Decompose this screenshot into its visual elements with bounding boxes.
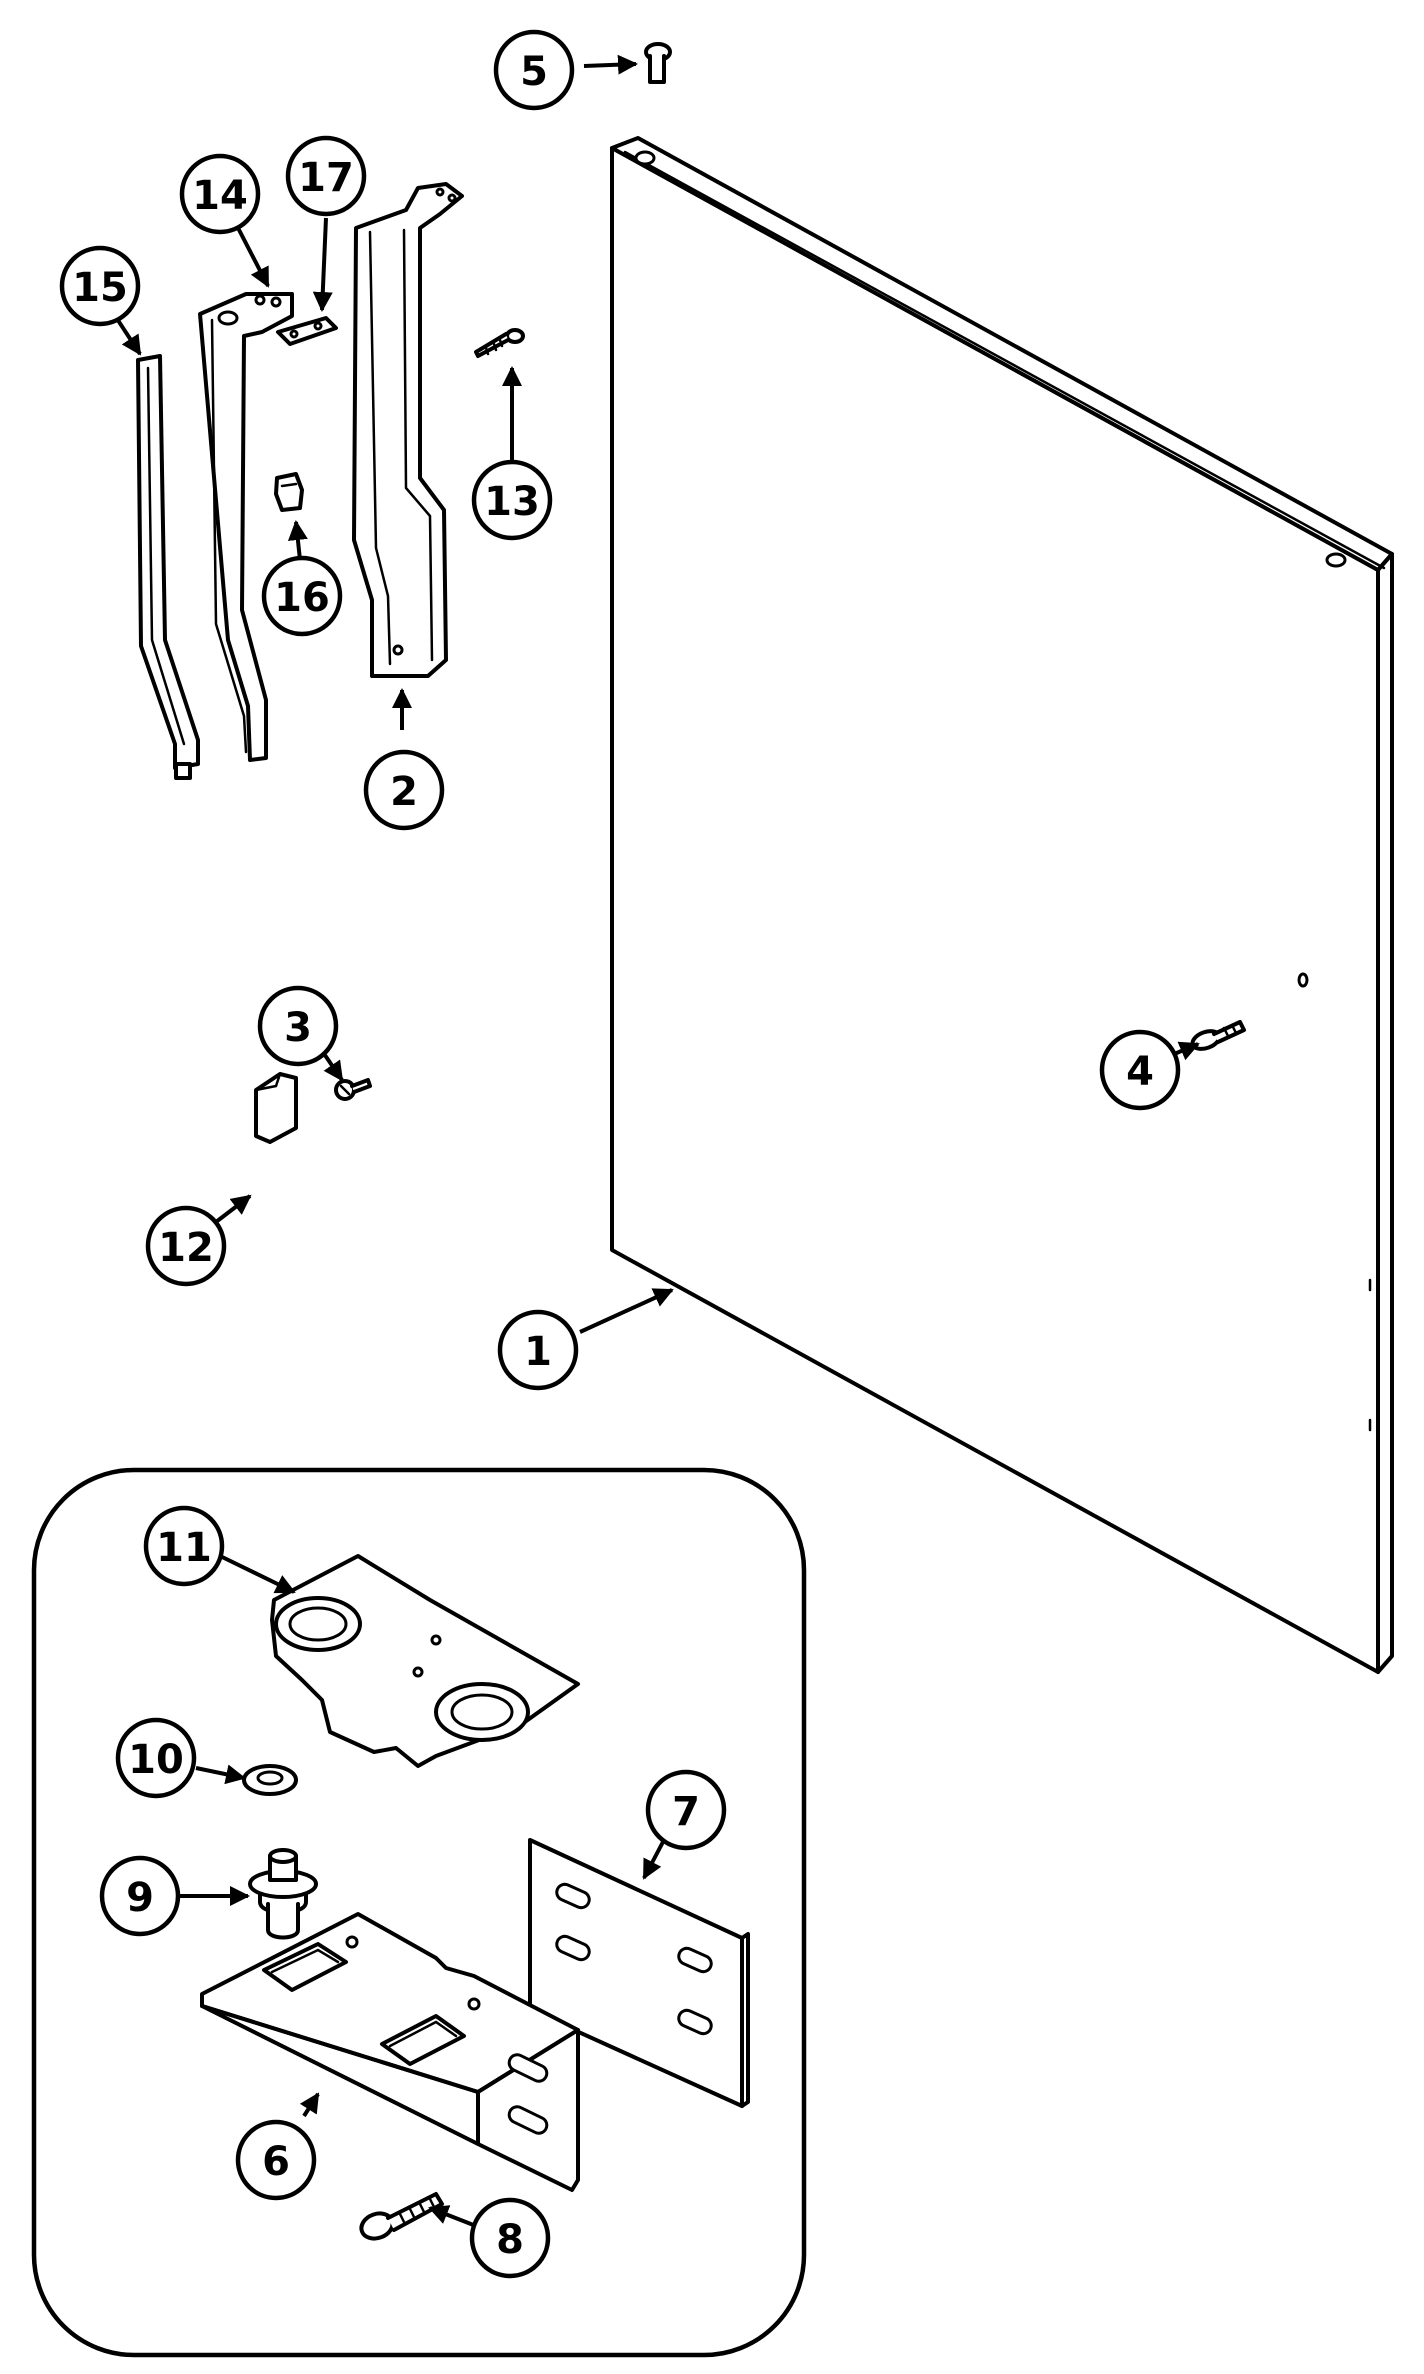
- callout-1-label: 1: [524, 1329, 552, 1375]
- leader-lines: [108, 54, 1200, 2228]
- callout-17: 17: [285, 135, 367, 217]
- callout-2: 2: [363, 749, 445, 831]
- part-10-washer: [242, 1764, 298, 1796]
- callouts: 1 2 3 4 5 6 7 8 9 10 11 12 13 14 15 16 1…: [59, 29, 1181, 2279]
- part-7-backing-plate: [528, 1838, 750, 2108]
- callout-17-label: 17: [298, 155, 354, 201]
- part-11-hinge-plate: [270, 1554, 580, 1768]
- callout-8: 8: [469, 2197, 551, 2279]
- callout-5: 5: [493, 29, 575, 111]
- part-8-screw: [359, 2192, 444, 2241]
- part-9-hinge-pin: [248, 1848, 318, 1940]
- callout-3-label: 3: [284, 1005, 312, 1051]
- callout-15: 15: [59, 245, 141, 327]
- callout-10: 10: [115, 1717, 197, 1799]
- part-15-trim-strip: [136, 354, 200, 780]
- callout-14-label: 14: [192, 173, 248, 219]
- hinge-kit-inset: [31, 1467, 807, 2358]
- callout-12-label: 12: [158, 1225, 214, 1271]
- callout-14: 14: [179, 153, 261, 235]
- callout-16: 16: [261, 555, 343, 637]
- part-6-hinge-bracket: [200, 1912, 580, 2192]
- part-12-clip: [254, 1072, 298, 1144]
- callout-15-label: 15: [72, 265, 128, 311]
- callout-11: 11: [143, 1505, 225, 1587]
- callout-4: 4: [1099, 1029, 1181, 1111]
- callout-13-label: 13: [484, 479, 540, 525]
- callout-8-label: 8: [496, 2217, 524, 2263]
- callout-10-label: 10: [128, 1737, 184, 1783]
- callout-13: 13: [471, 459, 553, 541]
- callout-7-label: 7: [672, 1789, 700, 1835]
- part-2-handle: [352, 182, 464, 678]
- callout-9-label: 9: [126, 1875, 154, 1921]
- callout-5-label: 5: [520, 49, 548, 95]
- callout-6: 6: [235, 2119, 317, 2201]
- part-16-clip: [274, 472, 304, 512]
- callout-2-label: 2: [390, 769, 418, 815]
- callout-16-label: 16: [274, 575, 330, 621]
- part-3-screw: [334, 1078, 372, 1101]
- part-17-plate: [276, 316, 338, 346]
- callout-4-label: 4: [1126, 1049, 1154, 1095]
- callout-6-label: 6: [262, 2139, 290, 2185]
- callout-1: 1: [497, 1309, 579, 1391]
- callout-11-label: 11: [156, 1525, 212, 1571]
- part-5-plug: [644, 42, 672, 84]
- part-14-handle-trim: [198, 292, 294, 762]
- callout-12: 12: [145, 1205, 227, 1287]
- part-13-screw: [474, 328, 525, 358]
- door-panel: [610, 136, 1394, 1674]
- callout-7: 7: [645, 1769, 727, 1851]
- callout-9: 9: [99, 1855, 181, 1937]
- callout-3: 3: [257, 985, 339, 1067]
